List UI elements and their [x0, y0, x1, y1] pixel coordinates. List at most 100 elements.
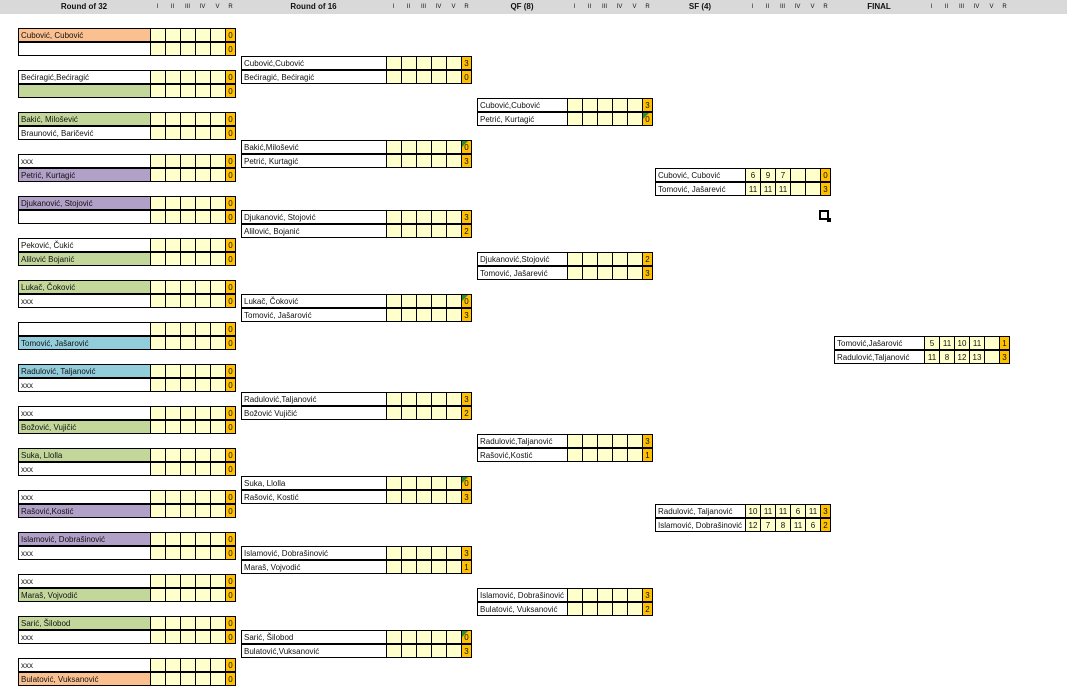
set-score-cell[interactable] — [386, 546, 401, 560]
set-score-cell[interactable] — [210, 196, 225, 210]
set-score-cell[interactable] — [195, 210, 210, 224]
set-score-cell[interactable] — [612, 252, 627, 266]
set-score-cell[interactable]: 8 — [939, 350, 954, 364]
set-score-cell[interactable] — [195, 616, 210, 630]
result-cell[interactable]: 0 — [225, 630, 236, 644]
player-name-cell[interactable]: Cubović, Cubović — [18, 28, 150, 42]
set-score-cell[interactable] — [431, 210, 446, 224]
round-header-set-label[interactable]: V — [984, 0, 999, 14]
set-score-cell[interactable] — [165, 280, 180, 294]
result-cell[interactable]: 0 — [225, 252, 236, 266]
set-score-cell[interactable] — [195, 84, 210, 98]
set-score-cell[interactable] — [446, 70, 461, 84]
player-name-cell[interactable]: Radulović,Taljanović — [477, 434, 567, 448]
set-score-cell[interactable] — [180, 616, 195, 630]
set-score-cell[interactable] — [150, 546, 165, 560]
round-header-title[interactable]: QF (8) — [477, 0, 567, 14]
set-score-cell[interactable] — [386, 224, 401, 238]
set-score-cell[interactable] — [582, 602, 597, 616]
set-score-cell[interactable] — [210, 168, 225, 182]
set-score-cell[interactable] — [597, 266, 612, 280]
player-name-cell[interactable]: Alilović, Bojanić — [241, 224, 386, 238]
set-score-cell[interactable] — [386, 476, 401, 490]
set-score-cell[interactable] — [210, 210, 225, 224]
player-name-cell[interactable]: Maraš, Vojvodić — [18, 588, 150, 602]
set-score-cell[interactable] — [612, 434, 627, 448]
set-score-cell[interactable] — [165, 504, 180, 518]
round-header-set-label[interactable]: V — [627, 0, 642, 14]
player-name-cell[interactable]: xxx — [18, 378, 150, 392]
set-score-cell[interactable] — [401, 644, 416, 658]
set-score-cell[interactable] — [180, 630, 195, 644]
set-score-cell[interactable] — [150, 490, 165, 504]
set-score-cell[interactable]: 11 — [760, 504, 775, 518]
set-score-cell[interactable]: 11 — [760, 182, 775, 196]
result-cell[interactable]: 1 — [461, 560, 472, 574]
set-score-cell[interactable] — [401, 476, 416, 490]
set-score-cell[interactable] — [612, 112, 627, 126]
result-cell[interactable]: 2 — [642, 252, 653, 266]
set-score-cell[interactable] — [180, 504, 195, 518]
player-name-cell[interactable]: Radulović,Taljanović — [241, 392, 386, 406]
set-score-cell[interactable] — [984, 336, 999, 350]
set-score-cell[interactable] — [446, 294, 461, 308]
set-score-cell[interactable] — [984, 350, 999, 364]
set-score-cell[interactable] — [165, 630, 180, 644]
set-score-cell[interactable] — [446, 140, 461, 154]
result-cell[interactable]: 3 — [461, 644, 472, 658]
result-cell[interactable]: 0 — [225, 616, 236, 630]
set-score-cell[interactable] — [401, 392, 416, 406]
set-score-cell[interactable]: 12 — [745, 518, 760, 532]
player-name-cell[interactable]: Lukač, Čoković — [241, 294, 386, 308]
set-score-cell[interactable] — [195, 364, 210, 378]
set-score-cell[interactable] — [416, 224, 431, 238]
set-score-cell[interactable] — [195, 126, 210, 140]
player-name-cell[interactable]: Suka, Llolla — [18, 448, 150, 462]
set-score-cell[interactable] — [567, 588, 582, 602]
set-score-cell[interactable] — [195, 294, 210, 308]
result-cell[interactable]: 0 — [225, 196, 236, 210]
player-name-cell[interactable]: Suka, Llolla — [241, 476, 386, 490]
player-name-cell[interactable]: Petrić, Kurtagić — [477, 112, 567, 126]
set-score-cell[interactable] — [180, 280, 195, 294]
set-score-cell[interactable] — [210, 252, 225, 266]
set-score-cell[interactable] — [386, 630, 401, 644]
set-score-cell[interactable] — [431, 154, 446, 168]
set-score-cell[interactable] — [210, 294, 225, 308]
result-cell[interactable]: 0 — [461, 140, 472, 154]
set-score-cell[interactable] — [195, 406, 210, 420]
set-score-cell[interactable] — [150, 238, 165, 252]
round-header-title[interactable]: Round of 32 — [18, 0, 150, 14]
set-score-cell[interactable] — [210, 448, 225, 462]
set-score-cell[interactable]: 13 — [969, 350, 984, 364]
player-name-cell[interactable]: Cubović, Cubović — [655, 168, 745, 182]
set-score-cell[interactable]: 11 — [775, 182, 790, 196]
set-score-cell[interactable] — [416, 70, 431, 84]
set-score-cell[interactable] — [210, 28, 225, 42]
set-score-cell[interactable] — [150, 196, 165, 210]
set-score-cell[interactable] — [180, 462, 195, 476]
set-score-cell[interactable] — [416, 294, 431, 308]
result-cell[interactable]: 0 — [225, 490, 236, 504]
set-score-cell[interactable] — [431, 630, 446, 644]
player-name-cell[interactable]: xxx — [18, 294, 150, 308]
set-score-cell[interactable] — [180, 406, 195, 420]
set-score-cell[interactable]: 11 — [939, 336, 954, 350]
player-name-cell[interactable] — [18, 84, 150, 98]
set-score-cell[interactable] — [150, 588, 165, 602]
set-score-cell[interactable] — [401, 154, 416, 168]
set-score-cell[interactable] — [582, 588, 597, 602]
set-score-cell[interactable] — [210, 322, 225, 336]
set-score-cell[interactable] — [165, 238, 180, 252]
result-cell[interactable]: 0 — [225, 70, 236, 84]
player-name-cell[interactable]: Maraš, Vojvodić — [241, 560, 386, 574]
set-score-cell[interactable] — [627, 98, 642, 112]
result-cell[interactable]: 0 — [225, 546, 236, 560]
set-score-cell[interactable]: 11 — [969, 336, 984, 350]
result-cell[interactable]: 0 — [225, 420, 236, 434]
round-header-set-label[interactable]: I — [150, 0, 165, 14]
set-score-cell[interactable] — [150, 504, 165, 518]
player-name-cell[interactable] — [18, 322, 150, 336]
round-header-set-label[interactable]: II — [582, 0, 597, 14]
set-score-cell[interactable] — [165, 532, 180, 546]
